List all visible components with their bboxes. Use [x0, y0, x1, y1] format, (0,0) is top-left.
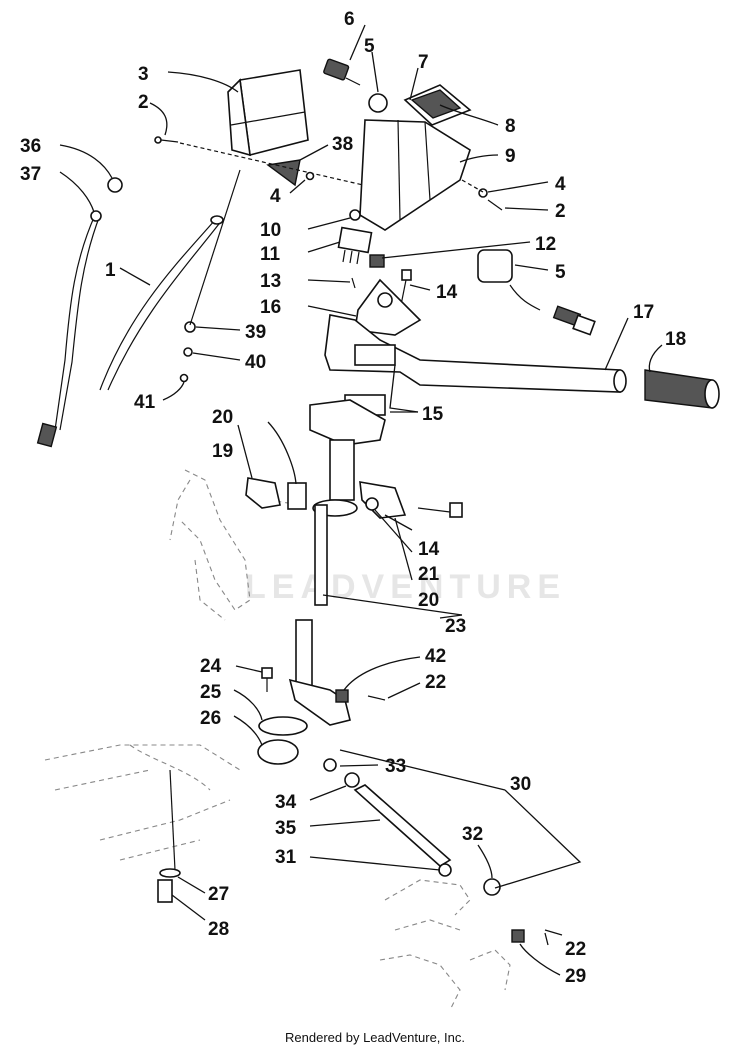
axis-line-lower	[169, 769, 176, 871]
callout-20-lower: 20	[418, 590, 439, 611]
bearing-25	[258, 716, 308, 736]
callout-14-upper: 14	[436, 282, 458, 303]
washer-21	[365, 497, 379, 511]
callout-33: 33	[385, 756, 406, 777]
callout-9: 9	[505, 146, 516, 167]
housing-26	[257, 739, 299, 765]
bushing-20-left	[287, 482, 307, 510]
callout-4-left: 4	[270, 186, 281, 207]
screw-2-left	[154, 136, 179, 144]
tie-rod-35	[344, 772, 452, 877]
screw-2-right	[487, 199, 503, 211]
callout-5-top: 5	[364, 36, 375, 57]
leader-lines	[59, 24, 663, 976]
callout-39: 39	[245, 322, 266, 343]
wire-harness-37	[36, 177, 123, 448]
cotter-pin-22-upper	[367, 695, 386, 701]
nut-4-right	[478, 188, 488, 198]
washer-40	[183, 347, 193, 357]
callout-26: 26	[200, 708, 221, 729]
callout-38: 38	[332, 134, 353, 155]
console-pad-7-8	[403, 84, 472, 126]
callout-4-right: 4	[555, 174, 566, 195]
mount-line-left	[179, 142, 386, 191]
speedometer-gauge	[227, 69, 309, 157]
callout-2-left: 2	[138, 92, 149, 113]
callout-10: 10	[260, 220, 281, 241]
callout-18: 18	[665, 329, 686, 350]
clamp-15-upper	[354, 344, 396, 366]
callout-15: 15	[422, 404, 444, 425]
callout-21: 21	[418, 564, 440, 585]
bolt-14-middle	[417, 502, 463, 518]
steering-post-23	[309, 399, 463, 616]
callout-35: 35	[275, 818, 297, 839]
callout-40: 40	[245, 352, 266, 373]
ghost-steering-arm	[379, 879, 511, 1011]
throttle-switch-5	[477, 249, 596, 336]
callout-23: 23	[445, 616, 466, 637]
cotter-pin-22-lower	[544, 929, 563, 936]
handlebar-grip-18	[644, 369, 720, 409]
mount-bracket-16	[354, 278, 422, 336]
callout-31: 31	[275, 847, 297, 868]
footer-credit: Rendered by LeadVenture, Inc.	[285, 1030, 465, 1045]
callout-36: 36	[20, 136, 41, 157]
callout-25: 25	[200, 682, 222, 703]
callout-19: 19	[212, 441, 233, 462]
callout-8: 8	[505, 116, 516, 137]
washer-27	[159, 868, 181, 878]
callout-41: 41	[134, 392, 156, 413]
washer-39	[184, 321, 196, 333]
callout-42: 42	[425, 646, 446, 667]
nut-42	[335, 689, 349, 703]
callout-11: 11	[260, 244, 281, 265]
callout-30: 30	[510, 774, 531, 795]
callout-24: 24	[200, 656, 222, 677]
bolt-28	[157, 879, 173, 903]
callout-22-upper: 22	[425, 672, 446, 693]
callout-34: 34	[275, 792, 297, 813]
callout-labels: 6 5 7 3 2 8 38 36 9 37 4 4 2 10 12 11 1 …	[20, 9, 686, 987]
bolt-24	[261, 667, 273, 692]
bushing-19	[245, 477, 281, 509]
callout-20-upper: 20	[212, 407, 233, 428]
callout-2-right: 2	[555, 201, 566, 222]
kill-switch-assembly	[337, 209, 385, 289]
callout-29: 29	[565, 966, 586, 987]
callout-37: 37	[20, 164, 41, 185]
callout-13: 13	[260, 271, 281, 292]
clip-41	[179, 373, 189, 383]
steering-post-lower	[288, 619, 351, 726]
callout-22-lower: 22	[565, 939, 586, 960]
bracket-38	[266, 159, 301, 187]
handlebar-17	[324, 314, 627, 393]
tie-rod-end-33	[323, 758, 337, 772]
callout-28: 28	[208, 919, 229, 940]
watermark-text: LEADVENTURE	[245, 568, 566, 606]
callout-32: 32	[462, 824, 483, 845]
gauge-mount-rod	[189, 169, 241, 326]
console-housing-9	[359, 119, 471, 231]
callout-12: 12	[535, 234, 556, 255]
switch-5-top	[368, 93, 388, 113]
callout-14-middle: 14	[418, 539, 440, 560]
callout-16: 16	[260, 297, 281, 318]
callout-7: 7	[418, 52, 429, 73]
nut-4-left	[305, 171, 315, 181]
callout-27: 27	[208, 884, 229, 905]
callout-3: 3	[138, 64, 149, 85]
callout-5-right: 5	[555, 262, 566, 283]
nut-29	[511, 929, 525, 943]
speedometer-cable-1	[99, 215, 224, 391]
callout-6: 6	[344, 9, 355, 30]
callout-1: 1	[105, 260, 116, 281]
ignition-key-6	[323, 58, 361, 86]
callout-17: 17	[633, 302, 654, 323]
ghost-frame-lower	[44, 744, 241, 861]
